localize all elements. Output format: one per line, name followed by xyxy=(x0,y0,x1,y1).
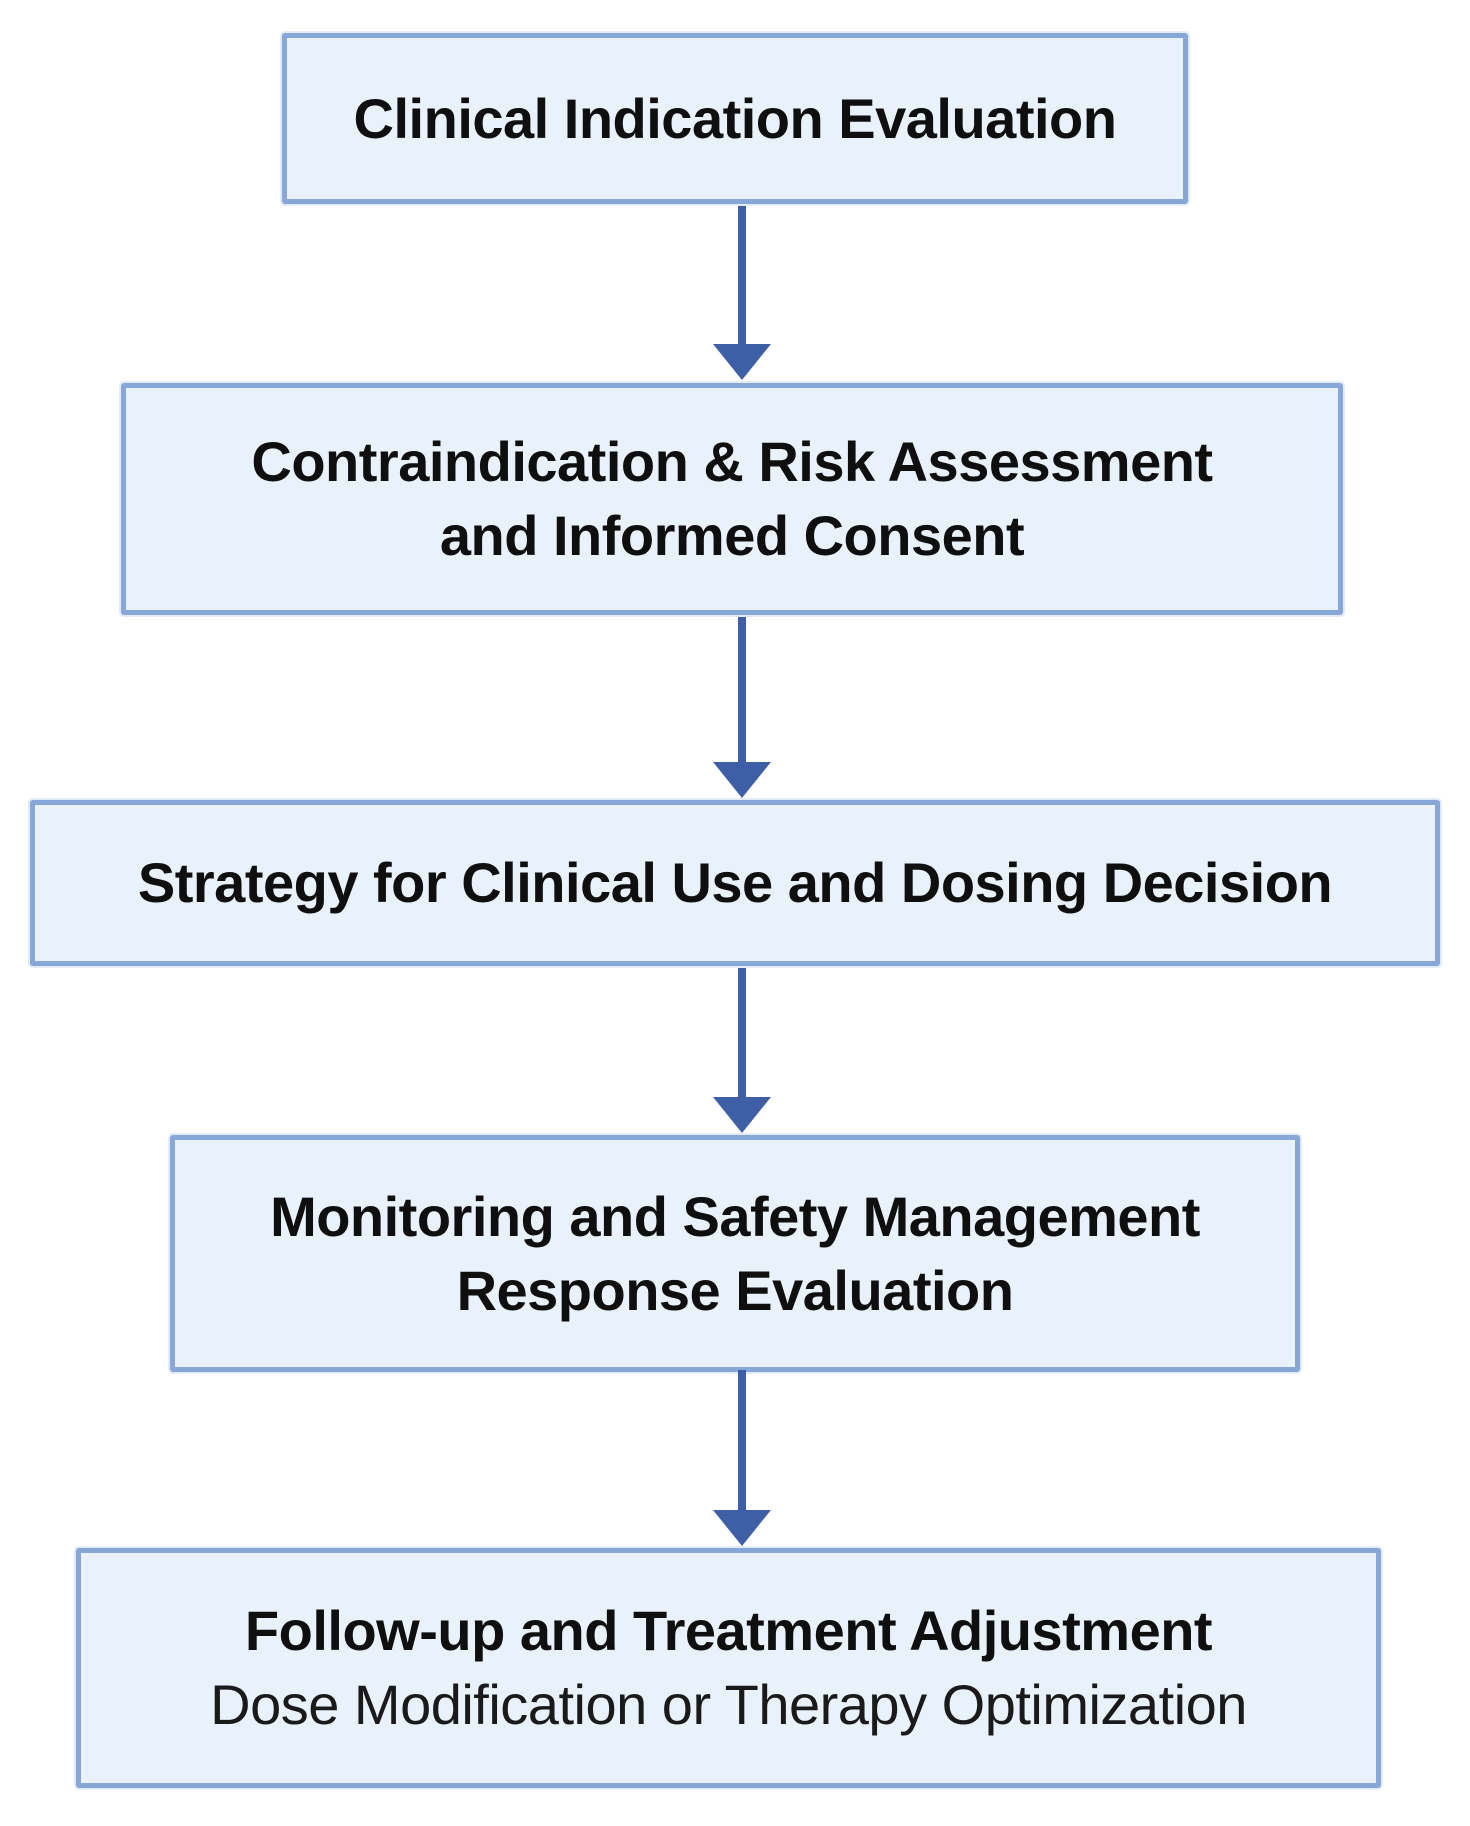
flow-arrow-1 xyxy=(713,206,771,380)
arrow-shaft xyxy=(738,617,746,768)
arrow-shaft xyxy=(738,206,746,350)
flow-arrow-4 xyxy=(713,1370,771,1546)
arrow-down-icon xyxy=(713,1097,771,1133)
flow-step-follow-up-treatment-adjustment: Follow-up and Treatment Adjustment Dose … xyxy=(76,1548,1381,1788)
step-sublabel-line: Dose Modification or Therapy Optimizatio… xyxy=(210,1673,1247,1736)
flow-step-contraindication-risk-assessment: Contraindication & Risk Assessment and I… xyxy=(121,383,1343,615)
flow-step-strategy-clinical-use-dosing: Strategy for Clinical Use and Dosing Dec… xyxy=(30,800,1440,966)
step-label-line: and Informed Consent xyxy=(439,504,1025,567)
arrow-down-icon xyxy=(713,762,771,798)
flow-step-clinical-indication-evaluation: Clinical Indication Evaluation xyxy=(282,33,1188,204)
step-label-line: Response Evaluation xyxy=(456,1258,1014,1322)
arrow-shaft xyxy=(738,1370,746,1516)
arrow-down-icon xyxy=(713,344,771,380)
step-label-line: Monitoring and Safety Management xyxy=(270,1184,1200,1248)
step-label-line: Strategy for Clinical Use and Dosing Dec… xyxy=(137,851,1333,915)
step-label-line: Contraindication & Risk Assessment xyxy=(251,430,1213,494)
flow-arrow-2 xyxy=(713,617,771,798)
step-label-line: Follow-up and Treatment Adjustment xyxy=(244,1599,1213,1663)
flow-step-monitoring-safety-response: Monitoring and Safety Management Respons… xyxy=(170,1135,1300,1372)
step-label-line: Clinical Indication Evaluation xyxy=(353,86,1117,150)
arrow-shaft xyxy=(738,968,746,1103)
arrow-down-icon xyxy=(713,1510,771,1546)
flow-arrow-3 xyxy=(713,968,771,1133)
